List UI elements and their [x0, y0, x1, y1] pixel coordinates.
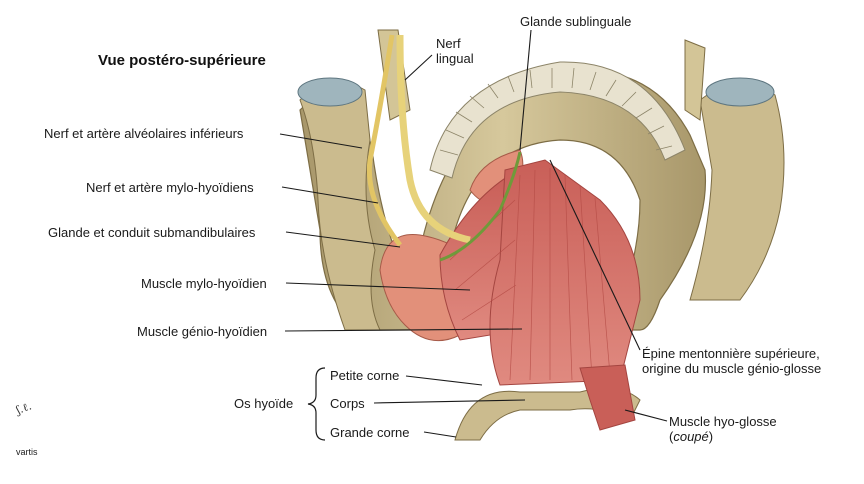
label-nerf-lingual-line2: lingual	[436, 51, 474, 66]
hyoid-brace	[307, 367, 326, 441]
label-nerf-arteres-mylo: Nerf et artère mylo-hyoïdiens	[86, 180, 254, 195]
hyoglossus-muscle	[579, 364, 636, 431]
teeth	[439, 67, 673, 156]
label-petite-corne: Petite corne	[330, 368, 400, 383]
credit-signature: ʃ.ℓ.	[13, 399, 34, 417]
label-nerf-lingual-line1: Nerf	[436, 36, 461, 51]
label-hyo-glosse-coupe: coupé	[673, 429, 709, 444]
label-corps: Corps	[330, 396, 365, 411]
leader-lines	[279, 29, 668, 438]
label-os-hyoide: Os hyoïde	[234, 396, 294, 411]
label-epine-line1: Épine mentonnière supérieure,	[642, 346, 820, 361]
label-hyo-glosse-line1: Muscle hyo-glosse	[669, 414, 777, 429]
credit-text: vartis	[16, 447, 38, 457]
left-condyle-cartilage	[297, 77, 363, 107]
label-nerf-arteres-alveolaires: Nerf et artère alvéolaires inférieurs	[44, 126, 244, 141]
diagram-title: Vue postéro-supérieure	[98, 52, 266, 69]
label-glande-sublinguale: Glande sublinguale	[520, 14, 632, 29]
label-muscle-genio: Muscle génio-hyoïdien	[137, 324, 268, 339]
label-glande-submandibulaire: Glande et conduit submandibulaires	[48, 225, 256, 240]
geniohyoid-muscle	[489, 159, 641, 386]
left-ramus	[299, 81, 381, 331]
label-grande-corne: Grande corne	[330, 425, 410, 440]
lingual-nerve	[396, 34, 471, 244]
label-muscle-mylo: Muscle mylo-hyoïdien	[141, 276, 267, 291]
inferior-alveolar-nerve	[366, 34, 402, 247]
right-condyle-cartilage	[705, 77, 775, 107]
submandibular-duct	[439, 151, 522, 262]
right-coronoid	[684, 39, 706, 121]
dental-arch	[429, 61, 686, 179]
label-hyo-glosse-line2: (coupé)	[669, 429, 714, 444]
label-epine-line2: origine du muscle génio-glosse	[642, 361, 822, 376]
